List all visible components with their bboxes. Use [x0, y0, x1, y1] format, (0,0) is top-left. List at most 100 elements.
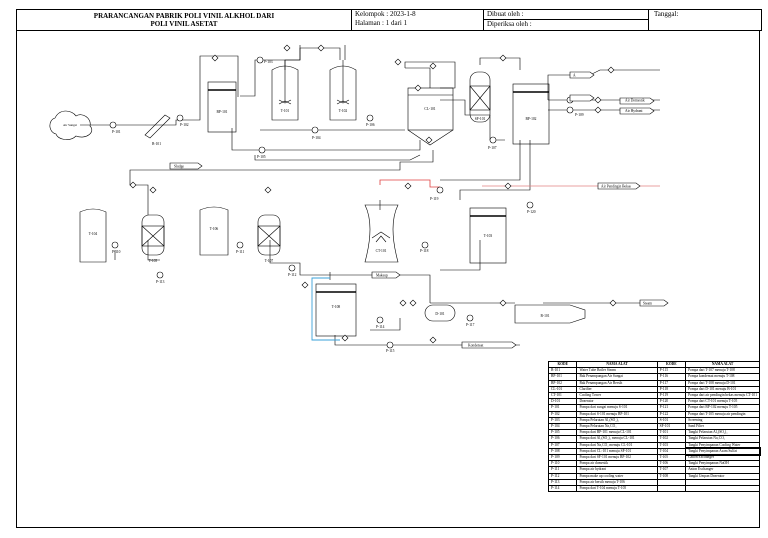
legend-nama-cell: Tangki Penyimpanan NaOH [685, 460, 760, 468]
legend-nama-cell: Tangki Penyimpanan Cooling Water [685, 441, 760, 449]
exchanger-t105: T-105 [141, 214, 165, 263]
legend-kode-cell: T-106 [656, 460, 687, 468]
legend-kode-cell: SF-101 [656, 423, 687, 431]
legend-kode-cell: P-119 [656, 391, 687, 400]
t104-label: T-104 [89, 232, 98, 236]
legend-nama-cell: Pompa dari T-105 menuju air pendingin [685, 410, 760, 418]
stream-tags: A Air Domestik Air Hydrant Sludge Air Pe… [169, 71, 669, 349]
legend-nama-cell: Pompa dari T-104 menuju T-105 [576, 485, 658, 493]
group-info: Kelompok : 2023-1-8 Halaman : 1 dari 1 [352, 10, 484, 30]
cooling-water-line [311, 277, 340, 341]
legend-nama-cell: Pompa dari D-101 menuju B-101 [685, 385, 760, 394]
legend-kode-cell: BP-102 [547, 379, 578, 387]
p109-label: P-109 [575, 113, 584, 117]
legend-kode-cell: P-113 [547, 478, 578, 487]
halaman-label: Halaman : 1 dari 1 [355, 19, 408, 27]
air-domestik-label: Air Domestik [625, 99, 645, 103]
p102-label: P-102 [180, 123, 189, 127]
legend-kode-cell: P-107 [547, 441, 578, 449]
tank-t102: T-102 [329, 60, 357, 121]
bp101-label: BP-101 [217, 110, 228, 114]
t105-label: T-105 [149, 259, 158, 263]
basin-bp101: BP-101 [207, 81, 237, 133]
b101-label: B-101 [541, 314, 550, 318]
p101-label: P-101 [112, 130, 121, 134]
p117-label: P-117 [466, 323, 475, 327]
p104-label: P-104 [312, 136, 321, 140]
legend-nama-cell: Tangki Pelarutan Al₂(SO₄)₃ [685, 429, 760, 437]
legend-nama-cell: Screening [685, 416, 760, 425]
legend-nama-cell: Pompa dari air pendingin bekas menuju CT… [685, 391, 760, 400]
legend-kode-cell: B-101 [547, 367, 578, 375]
p106-label: P-106 [366, 123, 375, 127]
stream-tag-a: A [573, 74, 576, 78]
legend-kode-cell: CL-101 [547, 385, 578, 394]
p111-label: P-111 [236, 250, 245, 254]
legend-nama-cell: Pompa dari T-107 menuju T-108 [685, 367, 760, 375]
basin-bp102: BP-102 [512, 83, 550, 145]
t106-label: T-106 [210, 227, 219, 231]
kelompok-label: Kelompok : 2023-1-8 [355, 10, 416, 18]
title-line-1: PRARANCANGAN PABRIK POLI VINIL ALKHOL DA… [93, 12, 275, 20]
legend-kode-cell: T-101 [656, 429, 687, 437]
legend-nama-cell: Pompa dari BP-102 menuju T-105 [685, 404, 760, 412]
legend-kode-cell [656, 485, 687, 493]
legend-kode-cell: P-115 [656, 367, 687, 375]
exchanger-t107: T-107 [257, 214, 281, 263]
legend-nama-cell: Cation Exchanger [685, 454, 760, 462]
tank-t106: T-106 [199, 206, 229, 256]
screen-s101: B-101 [144, 114, 171, 146]
boiler-b101: B-101 [514, 304, 586, 324]
legend-kode-cell: P-122 [656, 410, 687, 418]
dibuat-label: Dibuat oleh : [484, 10, 648, 20]
legend-kode-cell: CT-101 [547, 391, 578, 400]
svg-text:B-101: B-101 [152, 142, 161, 146]
legend-nama-cell: Anion Exchanger [685, 466, 760, 474]
kondensat-label: Kondensat [468, 344, 483, 348]
legend-kode-cell: P-104 [547, 423, 578, 431]
ct101-label: CT-101 [376, 249, 387, 253]
legend-header-nama-2: NAMA ALAT [685, 360, 760, 369]
legend-kode-cell: P-106 [547, 435, 578, 443]
author-info: Dibuat oleh : Diperiksa oleh : [484, 10, 649, 30]
makeup-label: Makeup [376, 274, 388, 278]
p113-label: P-113 [156, 280, 165, 284]
legend-nama-cell [685, 478, 760, 487]
river-source: Air Sungai [49, 110, 93, 140]
tanggal-label: Tanggal: [654, 10, 679, 18]
legend-kode-cell: T-105 [656, 454, 687, 462]
pumps: P-101 P-102 P-103 P-104 P-105 P-106 P-10… [109, 56, 584, 353]
t108-label: T-108 [332, 305, 341, 309]
air-pendingin-bekas-label: Air Pendingin Bekas [601, 185, 632, 189]
steam-label: Steam [643, 302, 652, 306]
legend-kode-cell: T-102 [656, 435, 687, 443]
deaerator-d101: D-101 [424, 304, 456, 322]
valves [129, 44, 617, 344]
bp102-label: BP-102 [526, 117, 537, 121]
drawing-frame [16, 30, 760, 528]
legend-kode-cell: P-108 [547, 447, 578, 456]
d101-label: D-101 [435, 312, 444, 316]
legend-kode-cell: T-108 [656, 472, 687, 480]
drawing-title: PRARANCANGAN PABRIK POLI VINIL ALKHOL DA… [17, 10, 352, 30]
legend-kode-cell: P-114 [547, 485, 578, 493]
legend-kode-cell: P-112 [547, 472, 578, 480]
legend-kode-cell: P-117 [656, 379, 687, 387]
t103-label: T-103 [484, 234, 493, 238]
sandfilter-sf101: SF-101 [469, 71, 491, 123]
p110-label: P-110 [112, 250, 121, 254]
p120-label: P-120 [527, 210, 536, 214]
